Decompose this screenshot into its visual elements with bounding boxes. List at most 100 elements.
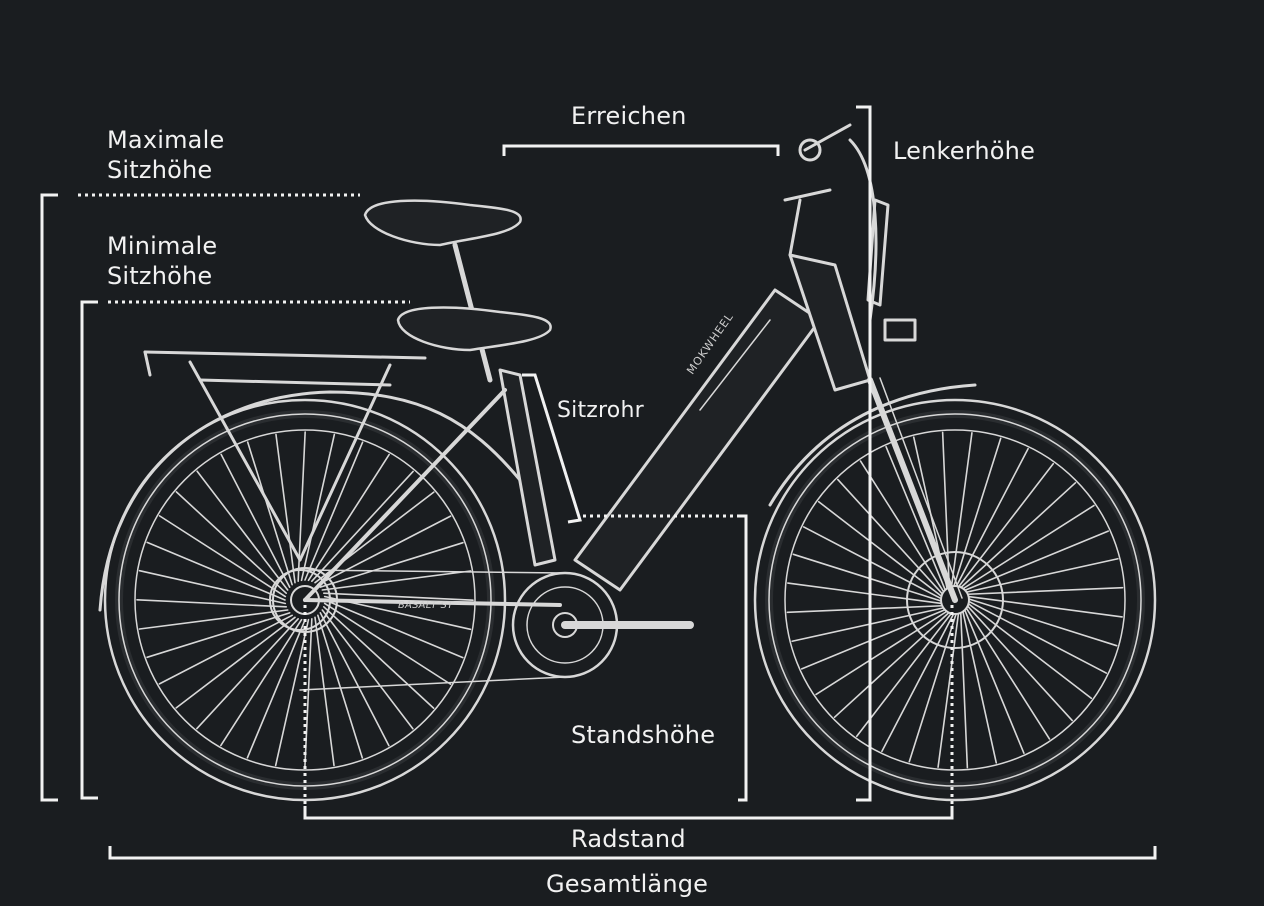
spoke (175, 491, 288, 594)
spoke (175, 616, 296, 709)
max-seat-height-label: Maximale Sitzhöhe (107, 125, 224, 185)
spoke (158, 515, 287, 598)
spoke (324, 599, 464, 659)
spoke (960, 482, 1077, 589)
overall-length-label: Gesamtlänge (546, 870, 709, 898)
spoke (815, 610, 948, 696)
model-text: BASALT ST (398, 600, 454, 611)
spoke (314, 616, 335, 767)
spoke (275, 433, 296, 584)
spoke (965, 557, 1119, 593)
handlebar-bracket (856, 105, 872, 802)
spoke (962, 610, 998, 764)
spoke (307, 453, 390, 582)
bike-frame (303, 253, 872, 607)
rear-wheel (103, 398, 507, 802)
seat-tube-label: Sitzrohr (557, 398, 644, 423)
spoke (146, 612, 291, 659)
front-fork (867, 377, 958, 603)
spoke (817, 500, 943, 598)
spoke (792, 553, 942, 602)
rear-rack (143, 350, 427, 562)
spoke (967, 595, 1123, 618)
spoke (321, 609, 414, 730)
spoke (965, 607, 1051, 740)
spoke (881, 613, 955, 753)
max-seat-bracket (40, 193, 58, 802)
min-seat-height-line2: Sitzhöhe (107, 262, 213, 290)
reach-bracket (502, 144, 780, 156)
max-seat-height-line1: Maximale (107, 126, 225, 154)
spoke (953, 437, 1002, 587)
spoke (304, 441, 364, 581)
spoke (322, 606, 435, 709)
spoke (787, 582, 943, 605)
spoke (246, 619, 306, 759)
spoke (968, 598, 1118, 647)
overall-length-bracket (108, 846, 1157, 860)
min-seat-height-line1: Minimale (107, 232, 218, 260)
spoke (138, 609, 289, 630)
spoke (138, 569, 287, 605)
spoke (274, 618, 310, 767)
spoke (855, 612, 953, 738)
standover-bracket (738, 514, 748, 802)
spoke (317, 515, 452, 586)
bike-illustration (98, 123, 1157, 802)
max-seat-height-line2: Sitzhöhe (107, 156, 213, 184)
front-brake-disc (906, 551, 1004, 649)
spoke (955, 447, 1029, 587)
spoke (786, 604, 944, 614)
wheelbase-label: Radstand (571, 825, 686, 853)
saddle-low (396, 306, 552, 352)
min-seat-height-label: Minimale Sitzhöhe (107, 231, 217, 291)
spoke (311, 470, 414, 583)
drivetrain (299, 569, 694, 691)
spoke (220, 618, 303, 747)
spoke (800, 608, 946, 670)
spoke (885, 445, 947, 591)
handlebar-height-label: Lenkerhöhe (893, 137, 1036, 165)
spoke (959, 611, 969, 769)
spoke (859, 460, 945, 593)
spoke (966, 586, 1124, 596)
spoke (957, 462, 1055, 588)
spoke (802, 526, 942, 600)
spoke (937, 612, 960, 768)
spoke (196, 617, 299, 730)
spoke (908, 613, 957, 763)
saddle-high (363, 199, 522, 247)
spoke (966, 605, 1073, 722)
spoke (323, 602, 452, 685)
spoke (968, 600, 1108, 674)
spoke (321, 570, 472, 591)
spoke (317, 614, 364, 759)
standover-height-label: Standshöhe (571, 721, 716, 749)
spoke (322, 592, 474, 601)
spoke (950, 432, 973, 588)
spoke (791, 607, 945, 643)
measurement-lines (40, 105, 1157, 860)
rear-fender (98, 390, 522, 612)
spoke (246, 441, 293, 586)
spoke (136, 599, 288, 608)
wheelbase-bracket (303, 806, 954, 820)
spoke (220, 453, 291, 588)
spoke (319, 541, 464, 588)
spoke (304, 617, 313, 769)
seat-tube-marker (522, 373, 582, 524)
spoke (967, 602, 1093, 700)
spoke (196, 470, 289, 591)
spoke (963, 609, 1025, 755)
spoke (146, 541, 286, 601)
spoke (964, 530, 1110, 592)
spoke (319, 612, 390, 747)
spoke (833, 611, 950, 718)
rear-cassette (269, 569, 331, 631)
front-fender (768, 383, 977, 507)
spoke (962, 504, 1095, 590)
spoke (158, 614, 293, 685)
min-seat-bracket (80, 300, 98, 800)
